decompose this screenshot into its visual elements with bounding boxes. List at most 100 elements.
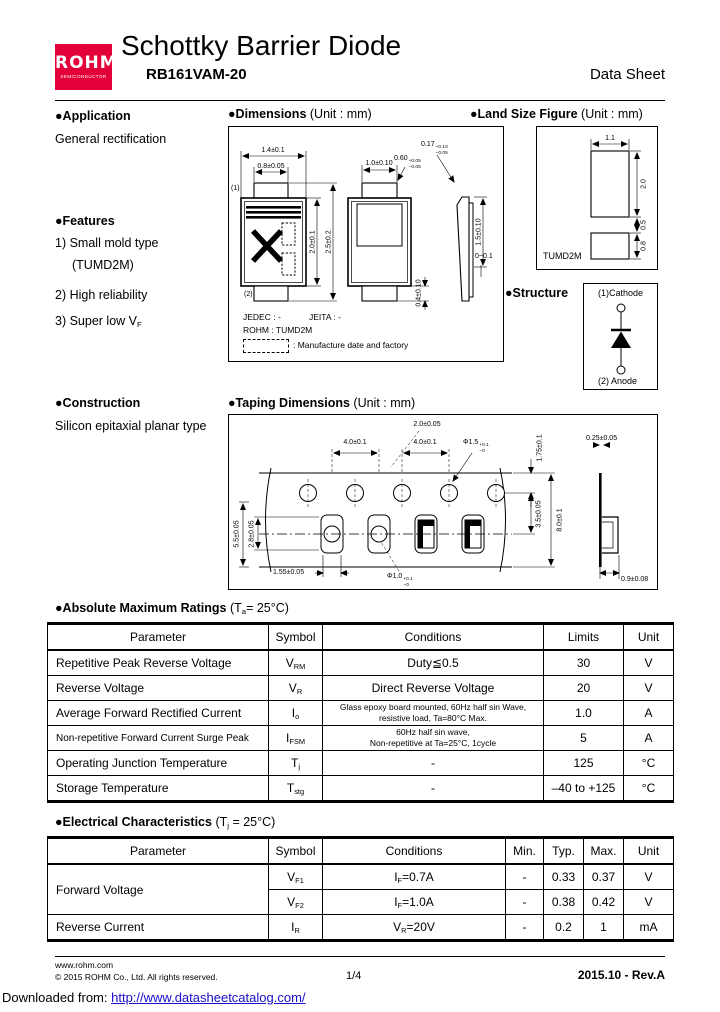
symbol-cell: IR: [268, 914, 323, 942]
dimensions-drawing: 1.4±0.1 0.8±0.05 (1) (2) 2.0±0.1 2.5±0.2…: [228, 126, 504, 362]
unit-cell: mA: [623, 914, 674, 942]
dim-label: 0.4±0.10: [415, 279, 423, 307]
table-row: Reverse Voltage VR Direct Reverse Voltag…: [47, 675, 674, 701]
dim-label: 0.25±0.05: [586, 435, 618, 442]
diode-symbol: [611, 303, 631, 375]
table-header-row: Parameter Symbol Conditions Limits Unit: [47, 622, 674, 651]
min-cell: -: [505, 863, 544, 890]
unit-cell: A: [623, 725, 674, 751]
table-row: Average Forward Rectified Current Io Gla…: [47, 700, 674, 726]
unit-cell: °C: [623, 775, 674, 803]
land-size-heading: ●Land Size Figure (Unit : mm): [470, 107, 643, 121]
param-cell: Operating Junction Temperature: [47, 750, 269, 776]
dim-label: Φ1.0+0.1−0: [387, 573, 413, 588]
taping-heading: ●Taping Dimensions (Unit : mm): [228, 396, 416, 410]
abs-max-heading: ●Absolute Maximum Ratings (Ta= 25°C): [55, 601, 289, 616]
col-header: Parameter: [47, 622, 269, 651]
col-header: Conditions: [322, 622, 544, 651]
table-row: Reverse Current IR VR=20V - 0.2 1 mA: [47, 914, 674, 942]
param-cell: Average Forward Rectified Current: [47, 700, 269, 726]
min-cell: -: [505, 914, 544, 942]
header-rule: [55, 100, 665, 101]
elec-char-table: Parameter Symbol Conditions Min. Typ. Ma…: [47, 836, 674, 942]
symbol-cell: VR: [268, 675, 323, 701]
limit-cell: 125: [543, 750, 624, 776]
param-cell: Reverse Current: [47, 914, 269, 942]
limit-cell: 30: [543, 649, 624, 676]
doc-type-label: Data Sheet: [589, 66, 665, 83]
unit-cell: V: [623, 889, 674, 915]
col-header: Limits: [543, 622, 624, 651]
anode-label: (2) Anode: [598, 376, 638, 386]
col-header: Unit: [623, 836, 674, 865]
dim-label: 1.5±0.10: [475, 218, 483, 246]
rohm-logo-text: ROHM: [55, 53, 118, 73]
downloaded-from-text: Downloaded from:: [2, 990, 112, 1005]
dim-label: 2.0±0.05: [413, 421, 441, 428]
unit-cell: A: [623, 700, 674, 726]
marking-legend-text: : Manufacture date and factory: [293, 340, 409, 350]
structure-drawing: (1)Cathode (2) Anode: [583, 283, 658, 390]
revision-label: 2015.10 - Rev.A: [577, 968, 665, 982]
marking-legend-box: [243, 339, 289, 353]
downloaded-from-line: Downloaded from: http://www.datasheetcat…: [2, 990, 306, 1005]
rohm-logo-subtext: SEMICONDUCTOR: [60, 74, 107, 79]
conditions-cell: 60Hz half sin wave,Non-repetitive at Ta=…: [322, 725, 544, 751]
dim-label: 0.60+0.05−0.05: [394, 155, 421, 170]
footer-site: www.rohm.com: [55, 960, 114, 970]
symbol-cell: VRM: [268, 649, 323, 676]
symbol-cell: Tj: [268, 750, 323, 776]
max-cell: 1: [583, 914, 624, 942]
conditions-cell: -: [322, 775, 544, 803]
max-cell: 0.42: [583, 889, 624, 915]
max-cell: 0.37: [583, 863, 624, 890]
conditions-cell: -: [322, 750, 544, 776]
symbol-cell: VF1: [268, 863, 323, 890]
typ-cell: 0.33: [543, 863, 584, 890]
land-package-label: TUMD2M: [543, 251, 582, 261]
pin2-label: (2): [244, 291, 253, 298]
dim-label: 2.5±0.2: [325, 230, 333, 254]
limit-cell: 5: [543, 725, 624, 751]
col-header: Min.: [505, 836, 544, 865]
land-size-drawing: 1.1 2.0 0.5 0.8 TUMD2M: [536, 126, 658, 270]
application-heading: ●Application: [55, 109, 131, 123]
land-size-figure: [590, 139, 641, 260]
col-header: Typ.: [543, 836, 584, 865]
param-cell: Forward Voltage: [47, 863, 269, 915]
unit-cell: V: [623, 649, 674, 676]
page-number: 1/4: [346, 970, 362, 982]
conditions-cell: IF=1.0A: [322, 889, 506, 915]
part-number: RB161VAM-20: [146, 66, 247, 83]
typ-cell: 0.2: [543, 914, 584, 942]
rohm-note: ROHM : TUMD2M: [243, 325, 313, 335]
taping-figure: [239, 430, 620, 579]
dim-label: 4.0±0.1: [413, 439, 437, 446]
dim-label: 3.5±0.05: [535, 500, 543, 528]
param-cell: Repetitive Peak Reverse Voltage: [47, 649, 269, 676]
limit-cell: 1.0: [543, 700, 624, 726]
table-header-row: Parameter Symbol Conditions Min. Typ. Ma…: [47, 836, 674, 865]
param-cell: Storage Temperature: [47, 775, 269, 803]
datasheetcatalog-link[interactable]: http://www.datasheetcatalog.com/: [111, 990, 306, 1005]
dim-label: 2.0±0.1: [309, 230, 317, 254]
conditions-cell: Direct Reverse Voltage: [322, 675, 544, 701]
dim-label: 0.5: [640, 220, 648, 230]
footer-copyright: © 2015 ROHM Co., Ltd. All rights reserve…: [55, 972, 218, 982]
dim-label: 2.0: [640, 179, 648, 189]
table-row: Non-repetitive Forward Current Surge Pea…: [47, 725, 674, 751]
typ-cell: 0.38: [543, 889, 584, 915]
symbol-cell: VF2: [268, 889, 323, 915]
feature-item-1: 1) Small mold type: [55, 236, 159, 250]
col-header: Conditions: [322, 836, 506, 865]
unit-cell: °C: [623, 750, 674, 776]
dim-label: 2.8±0.05: [248, 520, 256, 548]
dim-label: 1.4±0.1: [261, 147, 285, 154]
limit-cell: –40 to +125: [543, 775, 624, 803]
param-cell: Reverse Voltage: [47, 675, 269, 701]
col-header: Symbol: [268, 836, 323, 865]
feature-item-2: 2) High reliability: [55, 288, 148, 302]
abs-max-table: Parameter Symbol Conditions Limits Unit …: [47, 622, 674, 803]
feature-item-3: 3) Super low VF: [55, 314, 142, 329]
